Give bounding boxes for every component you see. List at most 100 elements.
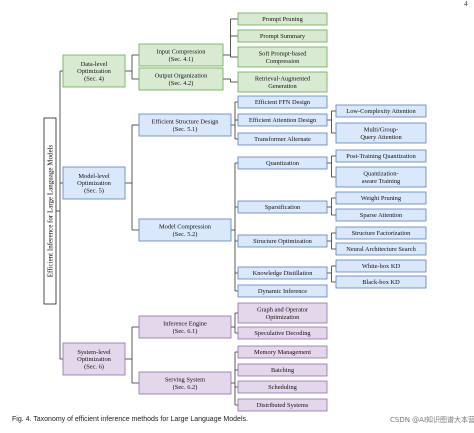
edge-group-system-level <box>125 326 139 384</box>
node-speculative-decoding-box <box>237 326 328 340</box>
edge-group-sparsification <box>327 197 336 216</box>
node-scheduling-box <box>237 380 328 394</box>
node-memory-management-box <box>237 345 328 359</box>
node-graph-operator-box <box>237 302 328 324</box>
node-output-organization: Output Organization(Sec. 4.2) <box>138 67 224 91</box>
node-data-level-label: Data-level <box>81 61 108 68</box>
node-retrieval-augmented-box <box>237 71 328 93</box>
node-model-level-label: Model-level <box>78 173 109 180</box>
node-structure-factorization-label: Structure Factorization <box>352 230 412 237</box>
node-data-level-label: Optimization <box>77 68 112 75</box>
node-neural-architecture-search-box <box>335 242 427 256</box>
node-structure-optimization-box <box>237 234 328 248</box>
node-multi-group-query-label: Multi/Group- <box>364 127 398 134</box>
node-efficient-ffn-label: Efficient FFN Design <box>255 99 311 106</box>
node-model-level-label: Optimization <box>77 180 112 187</box>
node-root-box <box>43 117 57 305</box>
node-prompt-summary-label: Prompt Summary <box>260 33 306 40</box>
connector-lines <box>56 18 336 406</box>
node-soft-prompt-box <box>237 46 328 68</box>
node-model-level-box <box>62 166 126 200</box>
node-root: Efficient Inference for Large Language M… <box>43 117 57 305</box>
edge-group-knowledge-distillation <box>327 265 336 283</box>
node-quantization-aware-training-label: Quantization- <box>363 171 398 178</box>
node-memory-management: Memory Management <box>237 345 328 359</box>
node-distributed-systems-box <box>237 398 328 412</box>
node-system-level-label: Optimization <box>77 356 112 363</box>
edge-group-data-level <box>125 54 139 80</box>
node-inference-engine-label: Inference Engine <box>163 321 207 328</box>
node-model-compression-label: Model Compression <box>159 224 212 231</box>
node-inference-engine-label: (Sec. 6.1) <box>173 328 198 335</box>
node-serving-system-label: Serving System <box>165 377 205 384</box>
node-batching-label: Batching <box>271 367 295 374</box>
node-retrieval-augmented-label: Retrieval-Augmented <box>255 76 311 83</box>
node-sparsification: Sparsification <box>237 200 328 214</box>
node-memory-management-label: Memory Management <box>254 349 311 356</box>
node-quantization-label: Quantization <box>266 160 300 167</box>
node-low-complexity-attention-label: Low-Complexity Attention <box>346 108 416 115</box>
node-model-compression-box <box>138 218 232 242</box>
node-quantization-aware-training-label: aware Training <box>362 178 401 185</box>
node-prompt-pruning-label: Prompt Pruning <box>262 16 303 23</box>
node-model-compression-label: (Sec. 5.2) <box>173 231 198 238</box>
node-quantization-aware-training: Quantization-aware Training <box>335 166 427 188</box>
node-serving-system-label: (Sec. 6.2) <box>173 384 198 391</box>
node-quantization-aware-training-box <box>335 166 427 188</box>
node-speculative-decoding-label: Speculative Decoding <box>254 330 311 337</box>
node-multi-group-query-box <box>335 122 427 144</box>
edge-group-efficient-attention <box>327 110 336 134</box>
node-neural-architecture-search: Neural Architecture Search <box>335 242 427 256</box>
node-data-level-label: (Sec. 4) <box>84 76 104 83</box>
node-transformer-alternate-label: Transformer Alternate <box>254 136 311 143</box>
edge-group-efficient-structure <box>231 101 238 140</box>
node-efficient-ffn: Efficient FFN Design <box>237 95 328 109</box>
node-efficient-attention-box <box>237 113 328 127</box>
node-graph-operator-label: Graph and Operator <box>257 307 309 314</box>
node-scheduling-label: Scheduling <box>268 384 298 391</box>
node-transformer-alternate: Transformer Alternate <box>237 132 328 146</box>
node-batching-box <box>237 363 328 377</box>
node-sparse-attention-label: Sparse Attention <box>360 212 403 219</box>
node-multi-group-query-label: Query Attention <box>360 134 402 141</box>
node-black-box-kd-box <box>335 275 427 289</box>
node-output-organization-box <box>138 67 224 91</box>
node-white-box-kd-box <box>335 259 427 273</box>
node-distributed-systems-label: Distributed Systems <box>257 402 309 409</box>
node-sparse-attention: Sparse Attention <box>335 208 427 222</box>
node-root-label: Efficient Inference for Large Language M… <box>47 144 55 277</box>
node-transformer-alternate-box <box>237 132 328 146</box>
node-structure-factorization-box <box>335 226 427 240</box>
node-input-compression-label: (Sec. 4.1) <box>169 56 194 63</box>
node-quantization-box <box>237 156 328 170</box>
node-efficient-structure: Efficient Structure Design(Sec. 5.1) <box>138 113 232 137</box>
node-sparse-attention-box <box>335 208 427 222</box>
node-model-level-label: (Sec. 5) <box>84 188 104 195</box>
node-weight-pruning-box <box>335 191 427 205</box>
node-data-level-box <box>62 54 126 88</box>
node-efficient-ffn-box <box>237 95 328 109</box>
node-batching: Batching <box>237 363 328 377</box>
node-prompt-pruning-box <box>237 12 328 26</box>
node-post-training-quantization-box <box>335 149 427 163</box>
edge-group-root <box>56 70 63 360</box>
node-efficient-structure-label: (Sec. 5.1) <box>173 126 198 133</box>
node-system-level-box <box>62 342 126 376</box>
node-knowledge-distillation: Knowledge Distillation <box>237 266 328 280</box>
node-low-complexity-attention: Low-Complexity Attention <box>335 104 427 118</box>
node-structure-optimization: Structure Optimization <box>237 234 328 248</box>
node-white-box-kd-label: White-box KD <box>362 263 401 270</box>
page-number: 4 <box>464 0 468 8</box>
edge-group-quantization <box>327 155 336 178</box>
node-black-box-kd: Black-box KD <box>335 275 427 289</box>
node-sparsification-box <box>237 200 328 214</box>
figure-caption: Fig. 4. Taxonomy of efficient inference … <box>12 416 248 423</box>
edge-group-input-compression <box>223 18 238 58</box>
node-efficient-structure-box <box>138 113 232 137</box>
edge-group-structure-optimization <box>327 232 336 250</box>
node-weight-pruning-label: Weight Pruning <box>361 195 402 202</box>
